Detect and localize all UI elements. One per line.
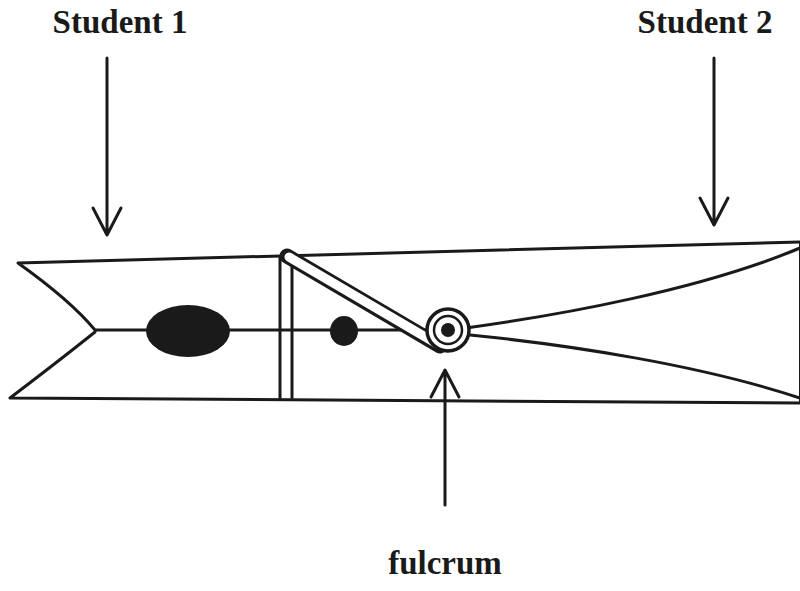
spring-pin — [441, 323, 455, 337]
band — [280, 255, 292, 398]
bottom-jaw — [10, 332, 800, 403]
spring-wire-inner — [289, 257, 439, 345]
student-label: Student 2 — [638, 4, 773, 40]
spring-wire — [287, 256, 440, 346]
jaw-right-edge — [799, 242, 800, 403]
student-label: Student 1 — [53, 4, 188, 40]
fulcrum-label: fulcrum — [388, 545, 502, 581]
spring-coil — [427, 309, 469, 351]
arrow-fulcrum — [431, 370, 459, 505]
top-jaw — [18, 242, 800, 330]
large-hole — [146, 305, 230, 357]
small-hole — [330, 316, 358, 346]
spring-coil-inner — [434, 316, 462, 344]
arrow-student-1 — [93, 58, 121, 235]
arrow-student-2 — [700, 58, 728, 225]
